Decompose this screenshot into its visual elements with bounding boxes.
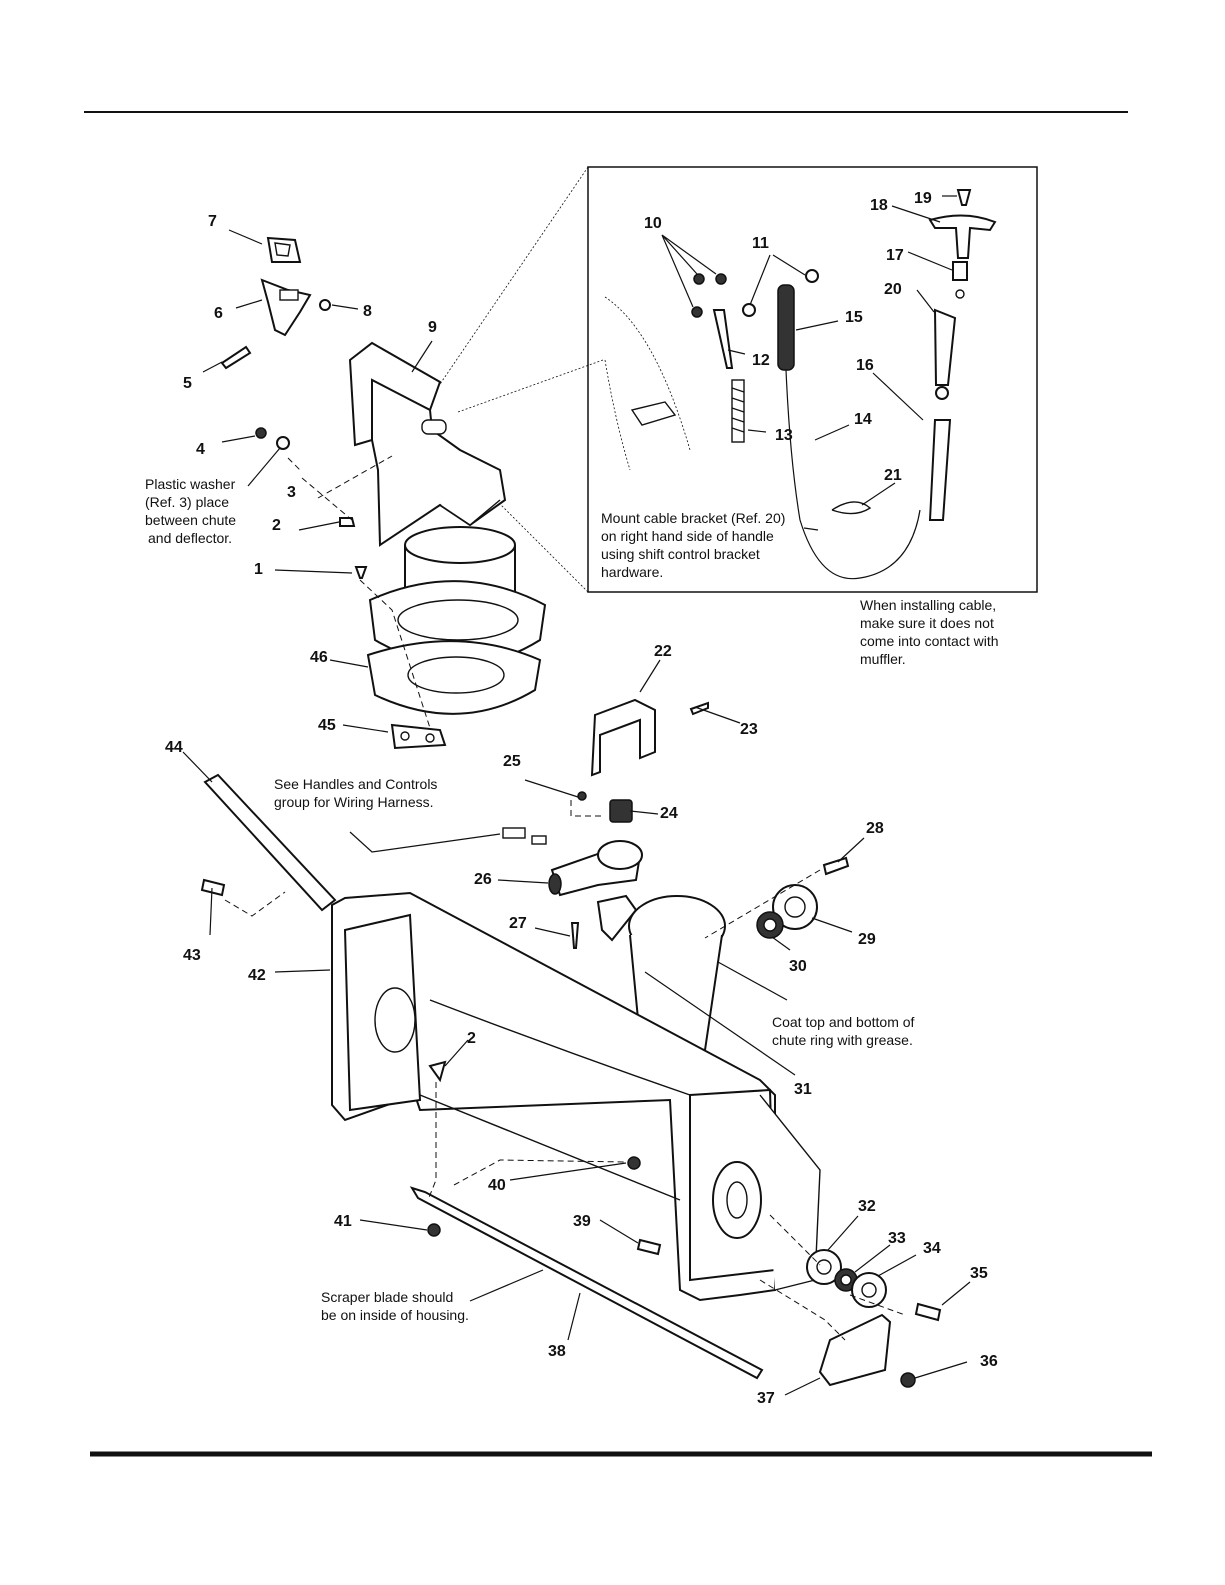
- callout-11: 11: [752, 235, 769, 252]
- note-scraper-blade: Scraper blade should be on inside of hou…: [321, 1289, 469, 1323]
- note-mount-cable-bracket: Mount cable bracket (Ref. 20) on right h…: [601, 510, 789, 580]
- pinion-24: [609, 799, 633, 823]
- bolt-5: [220, 345, 252, 370]
- cable-detail-inset: [587, 166, 1038, 593]
- nut-36: [900, 1372, 916, 1388]
- skid-shoe-37: [818, 1313, 892, 1387]
- drift-cutter-44: [203, 773, 337, 912]
- bushing-17: [952, 261, 968, 281]
- cable-end-16: [928, 419, 952, 521]
- callout-9: 9: [428, 319, 437, 336]
- callout-22: 22: [654, 643, 672, 660]
- note-wiring-harness: See Handles and Controls group for Wirin…: [274, 776, 441, 810]
- bearing-33: [834, 1268, 858, 1292]
- keeper-45: [390, 723, 447, 750]
- nut-40: [627, 1156, 641, 1170]
- note-plastic-washer: Plastic washer (Ref. 3) place between ch…: [145, 476, 240, 546]
- bearing-flange-29: [772, 884, 818, 930]
- callout-34: 34: [923, 1240, 941, 1257]
- hairpin-21: [831, 501, 872, 515]
- callout-46: 46: [310, 649, 328, 666]
- callout-19: 19: [914, 190, 932, 207]
- callout-6: 6: [214, 305, 223, 322]
- callout-13: 13: [775, 427, 793, 444]
- wiring-harness: [502, 827, 547, 845]
- callout-12: 12: [752, 352, 770, 369]
- callout-3: 3: [287, 484, 296, 501]
- callout-44: 44: [165, 739, 183, 756]
- callout-21: 21: [884, 467, 902, 484]
- callout-17: 17: [886, 247, 904, 264]
- deflector-cover-7: [266, 236, 302, 263]
- callout-15: 15: [845, 309, 863, 326]
- bearing-flange-32: [806, 1249, 842, 1285]
- shift-bracket: [630, 401, 677, 426]
- callout-4: 4: [196, 441, 205, 458]
- shield-22: [590, 698, 656, 777]
- screw-1: [354, 566, 368, 579]
- nut-41: [427, 1223, 441, 1237]
- callout-1: 1: [254, 561, 263, 578]
- callout-45: 45: [318, 717, 336, 734]
- bearing-30: [756, 911, 784, 939]
- callout-42: 42: [248, 967, 266, 984]
- nut-25: [577, 791, 587, 801]
- nut-8: [319, 299, 331, 311]
- callout-32: 32: [858, 1198, 876, 1215]
- callout-43: 43: [183, 947, 201, 964]
- callout-24: 24: [660, 805, 678, 822]
- note-coat-grease: Coat top and bottom of chute ring with g…: [772, 1014, 918, 1048]
- handle-knob-18: [928, 214, 997, 259]
- cable-pin-12: [712, 309, 734, 369]
- callout-5: 5: [183, 375, 192, 392]
- bolt-2-upper: [339, 517, 356, 527]
- deflector-bracket-6: [260, 278, 312, 337]
- bolt-35: [914, 1302, 942, 1322]
- motor-26: [548, 840, 643, 897]
- spring-13: [731, 379, 745, 443]
- callout-36: 36: [980, 1353, 998, 1370]
- callout-14: 14: [854, 411, 872, 428]
- bolt-28: [822, 856, 850, 876]
- callout-29: 29: [858, 931, 876, 948]
- chute-deflector: [348, 341, 507, 547]
- callout-28: 28: [866, 820, 884, 837]
- washer-3: [276, 436, 290, 450]
- callout-33: 33: [888, 1230, 906, 1247]
- carriage-bolt-39: [636, 1238, 662, 1256]
- callout-18: 18: [870, 197, 888, 214]
- cable-15: [777, 284, 921, 580]
- bolt-2-lower: [428, 1060, 447, 1083]
- callout-7: 7: [208, 213, 217, 230]
- callout-8: 8: [363, 303, 372, 320]
- callout-40: 40: [488, 1177, 506, 1194]
- chute-flange-46: [366, 640, 542, 715]
- note-installing-cable: When installing cable, make sure it does…: [860, 597, 1002, 667]
- callout-41: 41: [334, 1213, 352, 1230]
- callout-2-upper: 2: [272, 517, 281, 534]
- screw-19: [956, 189, 972, 206]
- callout-25: 25: [503, 753, 521, 770]
- callout-23: 23: [740, 721, 758, 738]
- callout-26: 26: [474, 871, 492, 888]
- callout-2-lower: 2: [467, 1030, 476, 1047]
- scraper-blade-38: [409, 1186, 764, 1380]
- callout-38: 38: [548, 1343, 566, 1360]
- callout-27: 27: [509, 915, 527, 932]
- callout-35: 35: [970, 1265, 988, 1282]
- callout-30: 30: [789, 958, 807, 975]
- callout-39: 39: [573, 1213, 591, 1230]
- nut-4: [255, 427, 267, 439]
- callout-16: 16: [856, 357, 874, 374]
- housing-42: [331, 891, 821, 1302]
- pin-27: [570, 922, 580, 949]
- callout-10: 10: [644, 215, 662, 232]
- cable-bracket-20: [933, 308, 957, 386]
- bolt-43: [200, 878, 226, 897]
- callout-31: 31: [794, 1081, 812, 1098]
- callout-37: 37: [757, 1390, 775, 1407]
- callout-20: 20: [884, 281, 902, 298]
